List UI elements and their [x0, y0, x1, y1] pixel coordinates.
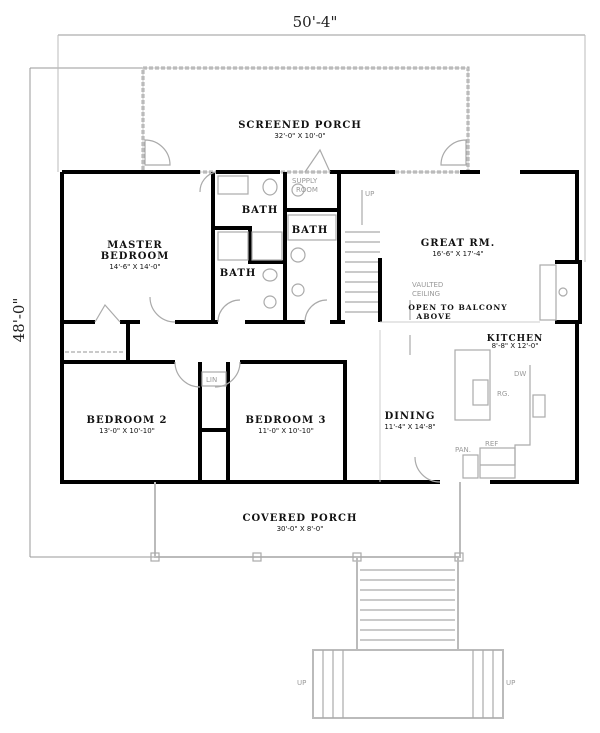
- kitchen-island: [454, 349, 491, 421]
- balcony-label-2: ABOVE: [415, 312, 451, 321]
- vaulted-label: VAULTED: [412, 281, 443, 289]
- great-room-label: GREAT RM.: [421, 238, 495, 249]
- supply-room-label: SUPPLY: [292, 177, 318, 185]
- water-heater-icon: [291, 183, 305, 197]
- bedroom-3-label: BEDROOM 3: [246, 415, 327, 426]
- up-left-label: UP: [297, 679, 306, 687]
- master-bedroom-size: 14'-6" X 14'-0": [109, 263, 160, 271]
- dw-label: DW: [514, 370, 526, 378]
- bath-label-2: BATH: [292, 225, 329, 236]
- sink-icon: [263, 295, 277, 309]
- kitchen-label: KITCHEN: [487, 334, 543, 344]
- range-label: RG.: [497, 390, 510, 398]
- kitchen-size: 8'-8" X 12'-0": [492, 342, 539, 350]
- doors[interactable]: [94, 148, 441, 483]
- width-dimension: 50'-4": [293, 13, 338, 31]
- refrigerator-icon: [479, 447, 516, 479]
- dimension-lines: [29, 34, 586, 558]
- balcony-label: OPEN TO BALCONY: [408, 303, 507, 312]
- depth-dimension: 48'-0": [10, 298, 28, 343]
- shower-icon: [217, 231, 249, 261]
- porch-door-left[interactable]: [144, 139, 171, 166]
- bath-label-1: BATH: [242, 205, 279, 216]
- walls: [60, 170, 582, 484]
- covered-porch-label: COVERED PORCH: [243, 513, 358, 524]
- dining-size: 11'-4" X 14'-8": [384, 423, 435, 431]
- bedroom-2-label: BEDROOM 2: [87, 415, 168, 426]
- front-stairs[interactable]: [356, 557, 459, 650]
- bath-label-3: BATH: [220, 268, 257, 279]
- covered-porch: [150, 482, 504, 719]
- master-bedroom-label: MASTER: [107, 240, 162, 251]
- fireplace-icon: [558, 287, 568, 297]
- ref-label: REF: [485, 440, 498, 448]
- pantry-icon: [462, 454, 479, 479]
- stair-up-label: UP: [365, 190, 374, 198]
- pantry-label: PAN.: [455, 446, 471, 454]
- covered-porch-size: 30'-0" X 8'-0": [277, 525, 324, 533]
- kitchen-counter: [480, 365, 531, 466]
- tub-icon: [287, 214, 337, 241]
- landing: [312, 649, 504, 719]
- up-right-label: UP: [506, 679, 515, 687]
- sink-icon: [532, 394, 546, 418]
- vaulted-label-2: CEILING: [412, 290, 440, 298]
- great-room-size: 16'-6" X 17'-4": [432, 250, 483, 258]
- master-bedroom-label-2: BEDROOM: [101, 251, 170, 262]
- room-labels: SCREENED PORCH 32'-0" X 10'-0" MASTER BE…: [87, 120, 543, 687]
- sink-icon: [291, 283, 305, 297]
- range-icon: [472, 379, 489, 406]
- stairs[interactable]: [345, 190, 380, 313]
- dining-label: DINING: [385, 411, 436, 422]
- bedroom-3-size: 11'-0" X 10'-10": [258, 427, 314, 435]
- toilet-icon: [262, 268, 278, 282]
- toilet-icon: [290, 247, 306, 263]
- linen-label: LIN: [206, 376, 217, 384]
- fixtures: [65, 175, 546, 482]
- screened-porch-label: SCREENED PORCH: [238, 120, 362, 131]
- toilet-icon: [262, 178, 278, 196]
- screened-porch-size: 32'-0" X 10'-0": [274, 132, 325, 140]
- supply-room-label-2: ROOM: [296, 186, 318, 194]
- porch-door-right[interactable]: [440, 139, 467, 166]
- bedroom-2-size: 13'-0" X 10'-10": [99, 427, 155, 435]
